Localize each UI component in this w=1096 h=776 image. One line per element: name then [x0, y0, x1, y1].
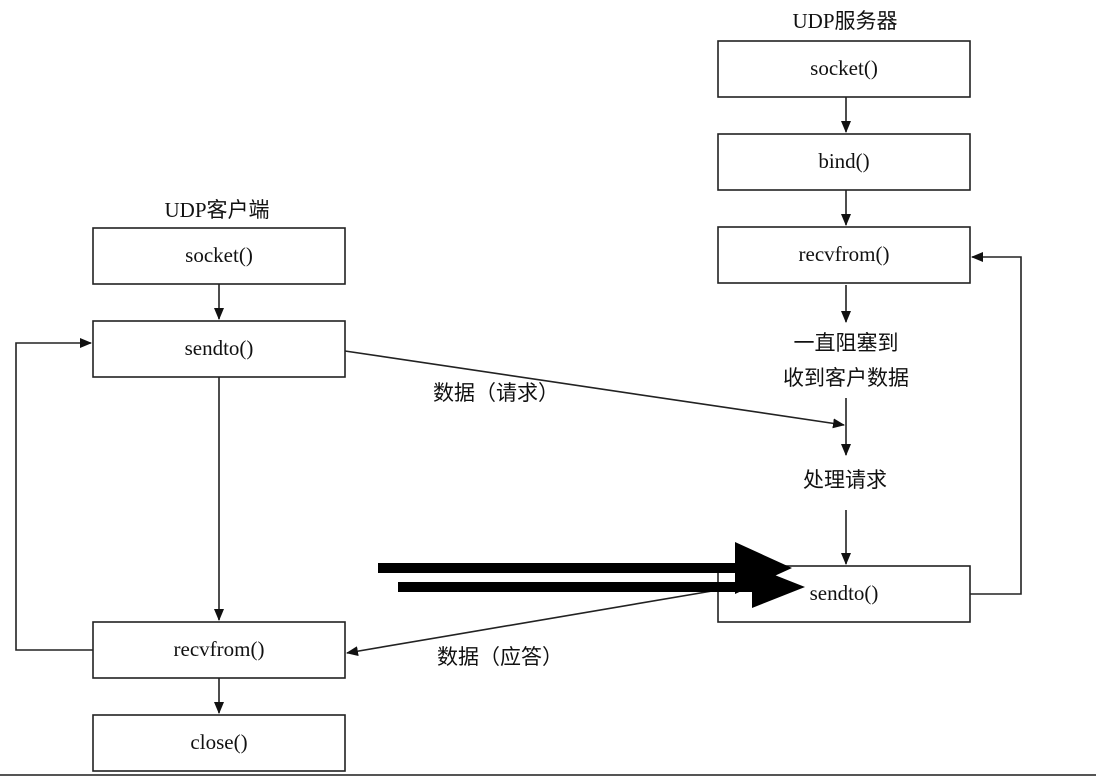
server-block-label-line1: 一直阻塞到 — [794, 331, 899, 355]
request-message-label: 数据（请求） — [433, 381, 559, 405]
server-sendto-label: sendto() — [810, 581, 879, 605]
server-recvfrom-label: recvfrom() — [799, 242, 890, 266]
client-sendto-box: sendto() — [92, 320, 346, 378]
reply-message-label: 数据（应答） — [437, 645, 563, 669]
server-loop-arrow — [970, 252, 1022, 595]
overlay-bold-arrow-lower — [398, 566, 805, 608]
server-recvfrom-box: recvfrom() — [717, 226, 971, 284]
server-bind-label: bind() — [818, 149, 869, 173]
client-close-box: close() — [92, 714, 346, 772]
server-block-label-line2: 收到客户数据 — [783, 366, 909, 390]
client-socket-label: socket() — [185, 243, 253, 267]
client-sendto-label: sendto() — [185, 336, 254, 360]
server-bind-box: bind() — [717, 133, 971, 191]
reply-message-arrow — [346, 589, 719, 657]
client-loop-arrow — [15, 338, 93, 651]
request-message-arrow — [344, 350, 845, 429]
client-recvfrom-label: recvfrom() — [174, 637, 265, 661]
client-title: UDP客户端 — [164, 198, 269, 222]
server-title: UDP服务器 — [792, 9, 897, 33]
server-process-label: 处理请求 — [803, 468, 887, 492]
overlay-bold-arrow-upper — [378, 542, 792, 594]
client-close-label: close() — [190, 730, 247, 754]
server-socket-box: socket() — [717, 40, 971, 98]
server-socket-label: socket() — [810, 56, 878, 80]
client-socket-box: socket() — [92, 227, 346, 285]
client-recvfrom-box: recvfrom() — [92, 621, 346, 679]
